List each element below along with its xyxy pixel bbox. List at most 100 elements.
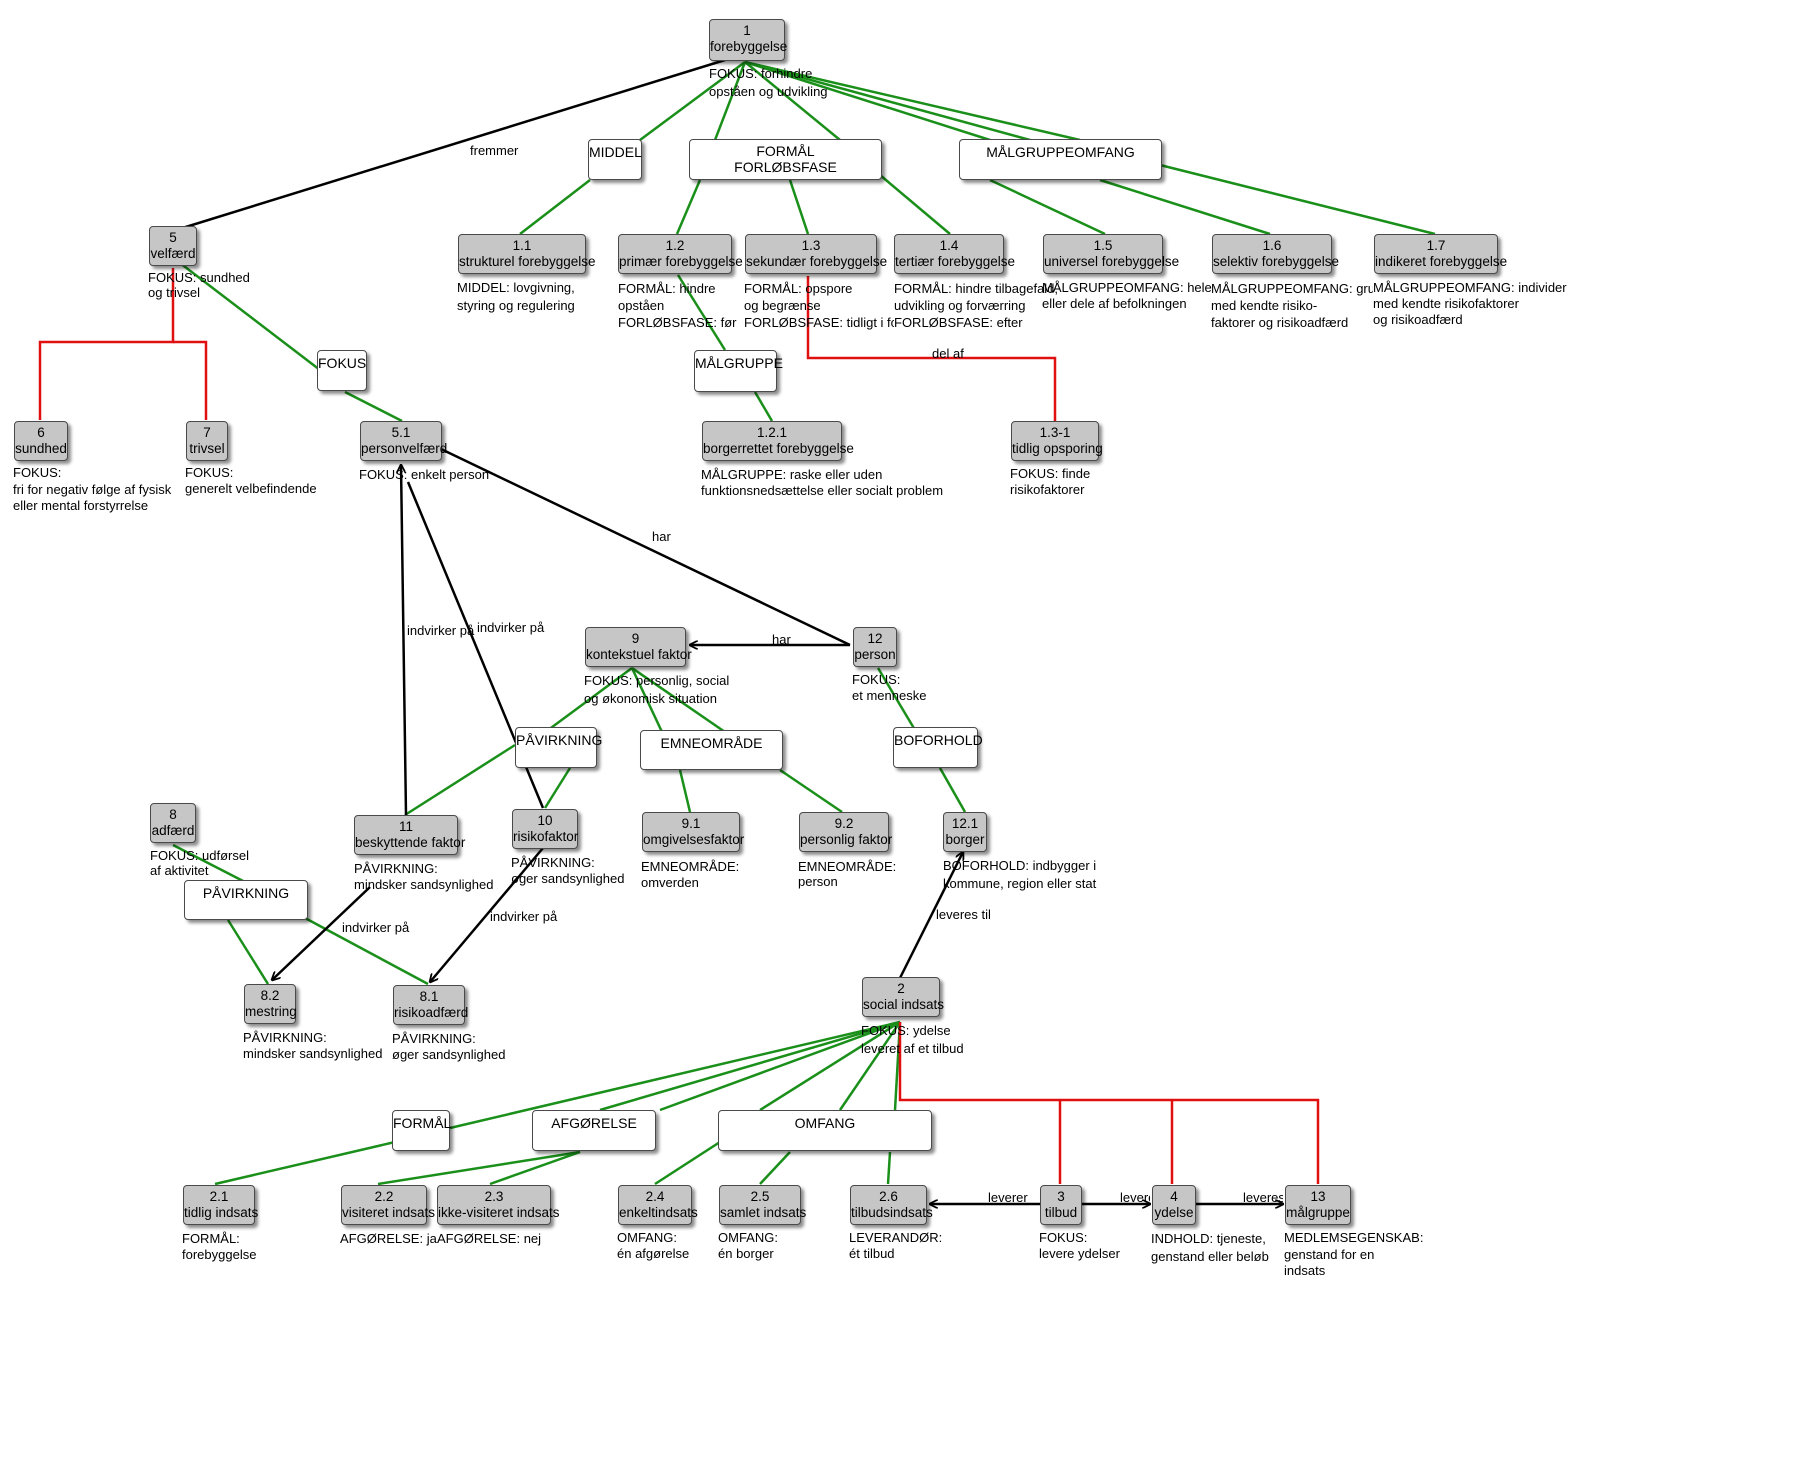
node-id: 9.2 (834, 816, 854, 831)
node-2-1-description: FORMÅL:forebyggelse (182, 1231, 256, 1263)
node-label: borger (945, 832, 985, 847)
node-id: 1.3 (801, 238, 821, 253)
desc-line: generelt velbefindende (185, 481, 317, 496)
desc-line: genstand for en (1284, 1246, 1375, 1262)
node-4-description: INDHOLD: tjeneste,genstand eller beløb (1151, 1230, 1269, 1266)
node-label: tertiær forebyggelse (895, 254, 1016, 269)
category-formaal[interactable]: FORMÅL (392, 1110, 451, 1151)
node-label: sekundær forebyggelse (746, 254, 888, 269)
category-maalgruppeomfang[interactable]: MÅLGRUPPEOMFANG (959, 139, 1162, 180)
category-label: FORLØBSFASE (734, 159, 837, 175)
node-label: samlet indsats (720, 1205, 807, 1220)
node-label: enkeltindsats (619, 1205, 698, 1220)
category-emneomraade[interactable]: EMNEOMRÅDE (640, 730, 783, 770)
category-paavirkning-top[interactable]: PÅVIRKNING (515, 727, 602, 768)
edge-9-emne-b (631, 666, 726, 734)
node-10-description: PÅVIRKNING:øger sandsynlighed (511, 855, 624, 887)
category-boforhold[interactable]: BOFORHOLD (893, 727, 983, 768)
node-9-1-description: EMNEOMRÅDE:omverden (641, 859, 739, 891)
node-label: selektiv forebyggelse (1213, 254, 1340, 269)
category-label: MÅLGRUPPEOMFANG (986, 144, 1135, 160)
node-label: tilbud (1044, 1205, 1078, 1220)
node-label: strukturel forebyggelse (459, 254, 596, 269)
category-omfang[interactable]: OMFANG (718, 1110, 932, 1151)
node-id: 1.7 (1426, 238, 1446, 253)
edge-1-maalgruppeomfang-b (744, 60, 1031, 142)
desc-line: FORMÅL: hindre (618, 281, 716, 296)
edge-label-fremmer: fremmer (470, 143, 519, 158)
category-label: PÅVIRKNING (202, 885, 290, 901)
desc-line: OMFANG: (718, 1230, 778, 1245)
desc-line: risikofaktorer (1010, 482, 1085, 497)
node-2-5-description: OMFANG:én borger (718, 1230, 778, 1262)
node-9-2-description: EMNEOMRÅDE:person (798, 859, 896, 889)
edge-1-formaal-b (744, 61, 841, 141)
category-afgoerelse[interactable]: AFGØRELSE (532, 1110, 656, 1151)
node-label: personlig faktor (800, 832, 893, 847)
desc-line: INDHOLD: tjeneste, (1151, 1231, 1266, 1246)
category-fokus[interactable]: FOKUS (317, 350, 367, 391)
node-label: tidlig opsporing (1012, 441, 1103, 456)
desc-line: AFGØRELSE: nej (437, 1231, 542, 1246)
node-1-1-description: MIDDEL: lovgivning,styring og regulering (457, 279, 575, 315)
node-id: 1.2 (665, 238, 685, 253)
node-label: mestring (245, 1004, 297, 1019)
desc-line: og begrænse (744, 298, 821, 313)
category-paavirkning-left[interactable]: PÅVIRKNING (184, 880, 308, 920)
edge-9-paavirkning (539, 666, 633, 738)
edge-label-indvirker-10: indvirker på (477, 620, 545, 635)
node-label: person (854, 647, 896, 662)
edge-9-emne-a (630, 667, 664, 733)
node-label: ydelse (1154, 1205, 1194, 1220)
edge-5-6 (38, 268, 175, 420)
category-maalgruppe[interactable]: MÅLGRUPPE (694, 350, 783, 392)
node-id: 1 (743, 23, 751, 38)
node-id: 8.2 (260, 988, 280, 1003)
node-label: primær forebyggelse (619, 254, 743, 269)
partof-edges (38, 268, 1320, 1184)
edge-omf-24 (654, 1140, 721, 1186)
category-middel[interactable]: MIDDEL (588, 139, 642, 180)
desc-line: levere ydelser (1039, 1246, 1120, 1261)
